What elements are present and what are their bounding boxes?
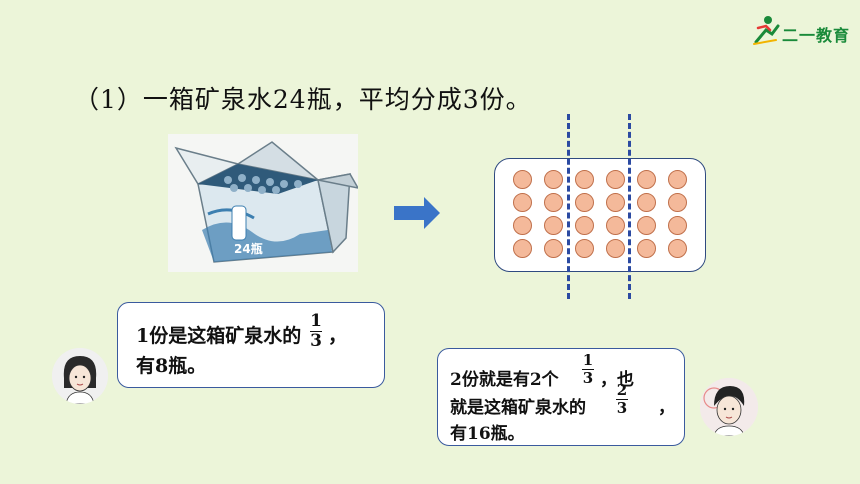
bubble-right-line3: 有16瓶。 [450,424,525,444]
logo-text: 二一教育 [782,26,851,45]
fraction-numerator: 2 [616,381,628,399]
fraction-numerator: 1 [582,351,594,369]
bubble-right-line2-prefix: 就是这箱矿泉水的 [450,398,586,418]
bottle-circle [637,170,656,189]
bottle-circle [544,193,563,212]
bubble-left-comma: ， [328,325,348,347]
bottle-circle [668,170,687,189]
bottle-circle [513,193,532,212]
bottle-circle [575,216,594,235]
speech-bubble-left: 1份是这箱矿泉水的 1 3 ， 有8瓶。 [117,302,385,388]
girl-avatar [52,348,108,404]
bottle-circle [637,216,656,235]
bubble-right-line2-suffix: ， [658,398,675,418]
fraction-denominator: 3 [582,369,594,387]
box-label: 24瓶 [234,242,263,256]
speech-bubble-right: 2份就是有2个 1 3 ，也 就是这箱矿泉水的 2 3 ， 有16瓶。 [437,348,685,446]
divider-line-left [567,114,570,299]
fraction-bar [310,331,322,332]
bottle-circle [575,193,594,212]
bubble-left-line2: 有8瓶。 [136,355,207,377]
boy-avatar [700,378,758,436]
problem-heading: （1）一箱矿泉水24瓶，平均分成3份。 [74,85,532,114]
fraction-denominator: 3 [616,399,628,417]
bottle-circle [544,239,563,258]
bottle-circle [606,239,625,258]
bubble-right-line1-prefix: 2份就是有2个 [450,370,559,390]
bubble-right-line1-suffix: ，也 [600,370,634,390]
bubble-right-fraction-2: 2 3 [616,383,628,416]
bottle-circle [668,193,687,212]
bottle-circle [668,239,687,258]
bottle-circle [575,239,594,258]
logo-runner-icon [753,16,780,45]
bottle-tray [494,158,706,272]
bottle-circle [606,193,625,212]
bottle-circle [544,170,563,189]
bubble-left-line1: 1份是这箱矿泉水的 [136,325,302,347]
fraction-denominator: 3 [310,331,322,351]
bottle-circle [668,216,687,235]
bubble-left-fraction: 1 3 [310,313,322,350]
bottle-circle [637,239,656,258]
bubble-right-fraction-1: 1 3 [582,353,594,386]
fraction-bar [616,399,628,400]
bottle-circle [606,216,625,235]
bottle-circle [637,193,656,212]
divider-line-right [628,114,631,299]
right-arrow-icon [394,197,440,229]
water-box-illustration: 24瓶 [168,134,360,272]
bottle-circle [513,170,532,189]
bottle-circle [544,216,563,235]
bottle-circle [606,170,625,189]
bottle-circle [513,216,532,235]
bottle-circle [575,170,594,189]
fraction-bar [582,369,594,370]
bottle-circle [513,239,532,258]
fraction-numerator: 1 [310,311,322,331]
